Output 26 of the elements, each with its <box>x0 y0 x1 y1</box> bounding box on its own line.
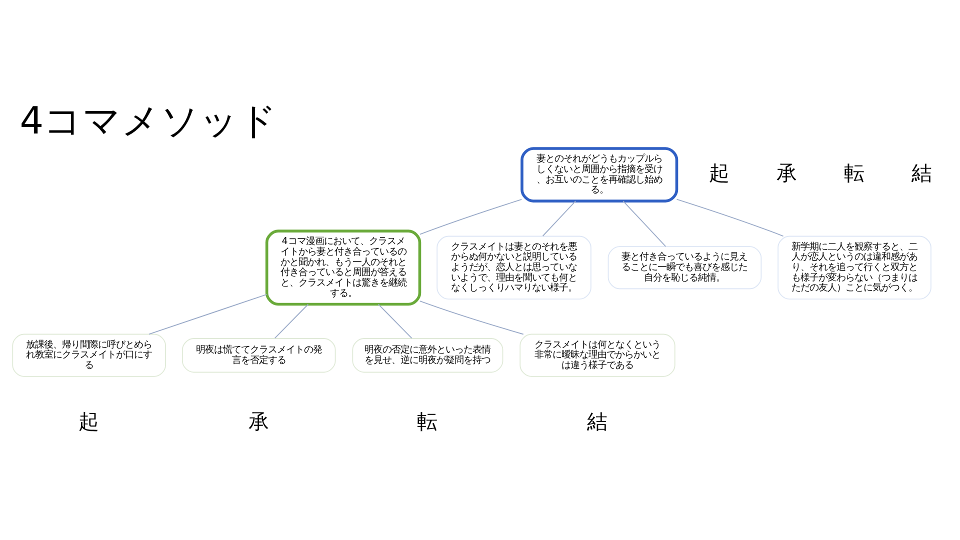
node-box: 4コマ漫画において、クラスメイトから妻と付き合っているのかと聞かれ、もう一人のそれと付き合っていると周囲が答えると、クラスメイトは驚きを継続する。 <box>265 230 422 306</box>
label: 承 <box>248 410 270 434</box>
node-box: クラスメイトは何となくという非常に曖昧な理由でからかいとは違う様子である <box>520 334 676 377</box>
node-box: クラスメイトは妻とのそれを悪からぬ何かないと説明しているようだが、恋人とは思っていないようで、理由を聞いても何となくしっくりハマりない様子。 <box>436 236 592 300</box>
connector <box>622 200 666 247</box>
diagram-title: 4コマメソッド <box>20 98 278 143</box>
label: 転 <box>417 410 438 434</box>
connector <box>148 294 268 335</box>
label: 結 <box>586 410 608 434</box>
label: 結 <box>912 161 933 186</box>
connector <box>419 199 522 235</box>
node-box: 妻とのそれがどうもカップルらしくないと周囲から指摘を受け、お互いのことを再確認し始める。 <box>520 147 678 202</box>
label: 転 <box>844 161 865 186</box>
node-box: 明夜は慌ててクラスメイトの発言を否定する <box>182 338 336 373</box>
connector <box>542 200 576 236</box>
node-box: 明夜の否定に意外といった表情を見せ、逆に明夜が疑問を持つ <box>352 338 504 373</box>
node-box: 放課後、帰り間際に呼びとめられ教室にクラスメイトが口にする <box>12 334 166 377</box>
connector <box>419 300 524 335</box>
label: 起 <box>78 410 100 434</box>
connector <box>378 304 412 339</box>
node-box: 新学期に二人を観察すると、二人が恋人というのは違和感があり、それを追って行くと双方とも様子が変わらない（つまりはただの友人）ことに気がつく。 <box>778 236 932 300</box>
label: 承 <box>776 161 798 186</box>
label: 起 <box>708 161 730 186</box>
node-box: 妻と付き合っているように見えることに一瞬でも喜びを感じた自分を恥じる純情。 <box>608 246 762 290</box>
connector <box>274 304 309 339</box>
connector <box>676 198 784 237</box>
